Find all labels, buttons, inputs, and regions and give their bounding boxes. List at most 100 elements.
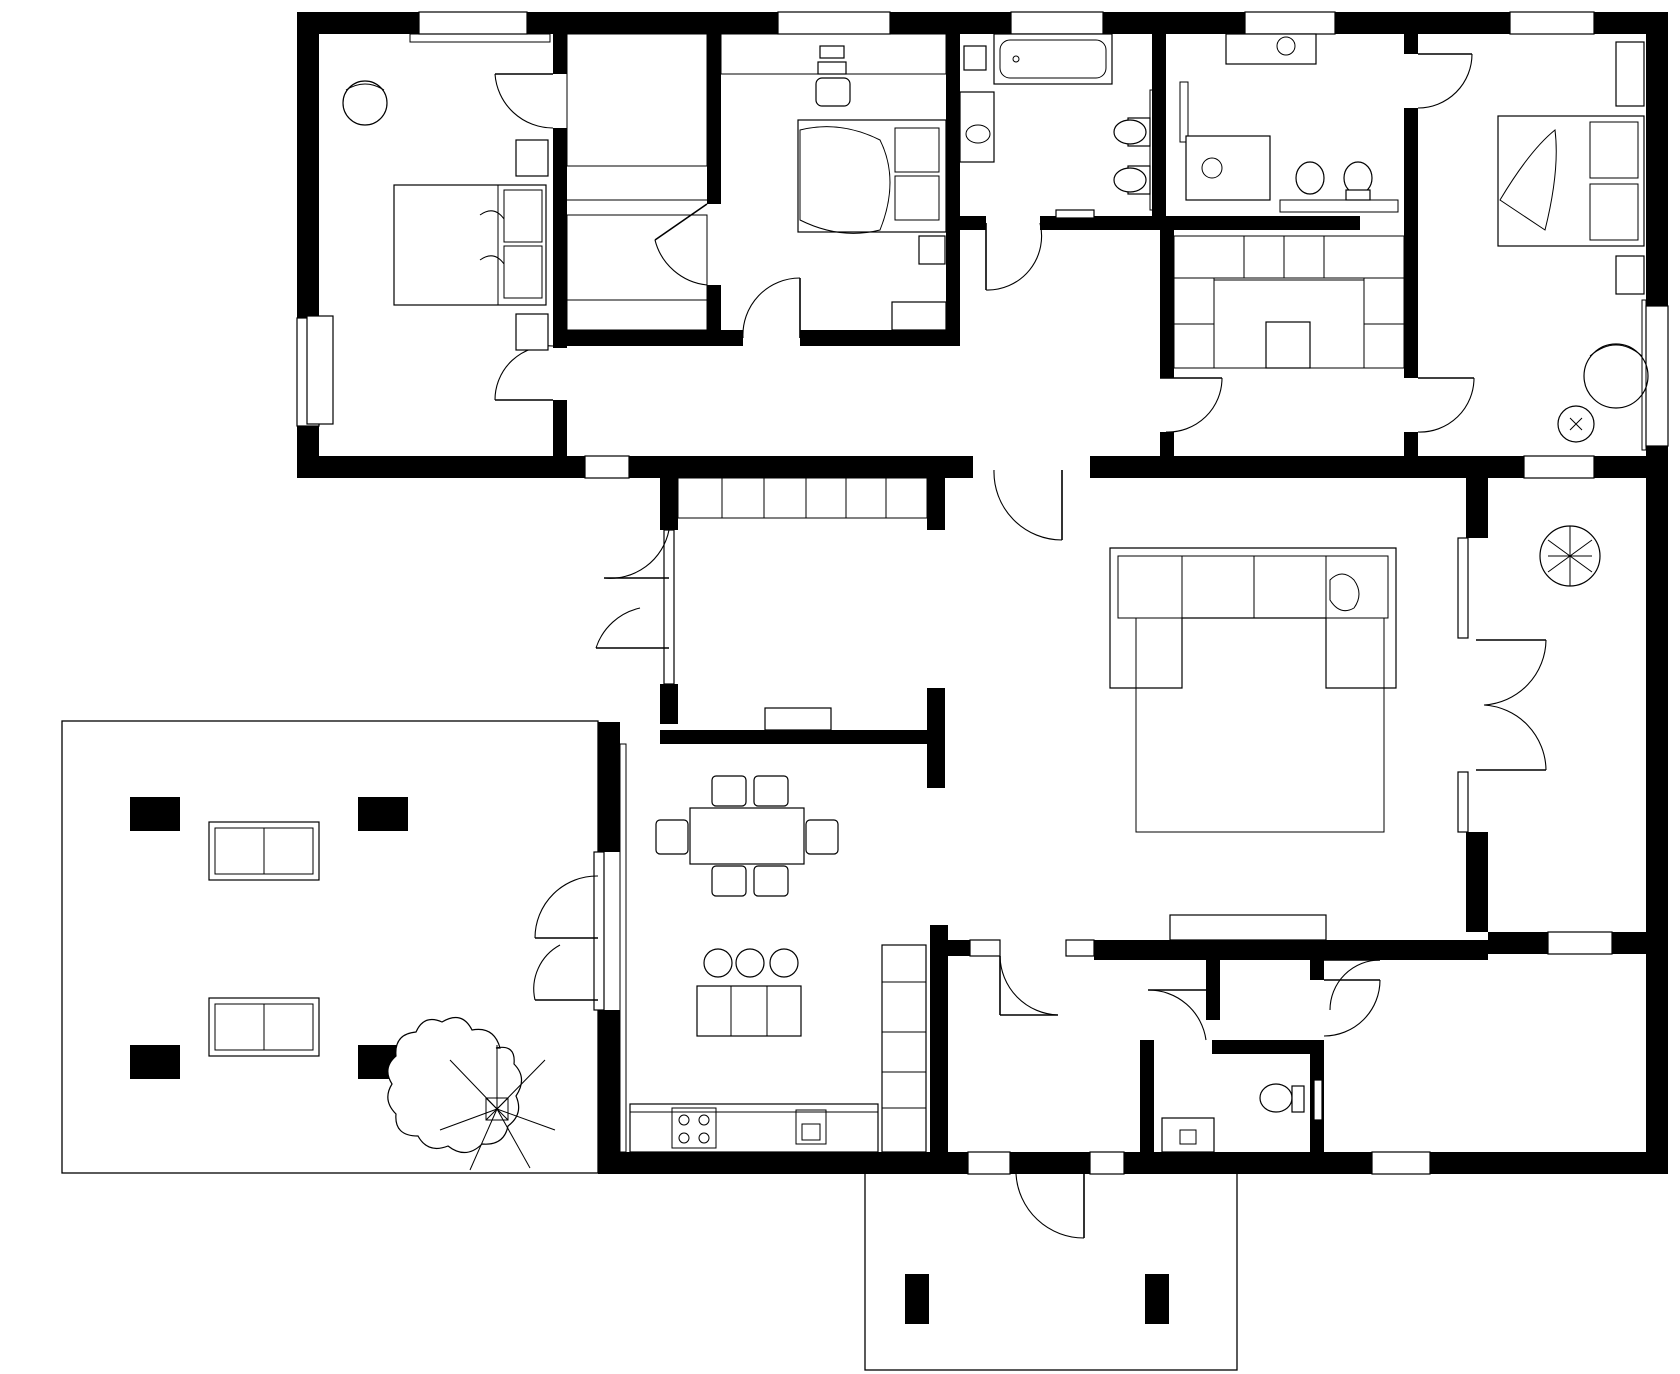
living-room [1109, 525, 1601, 941]
dining-kitchen [619, 743, 927, 1153]
bathtub-icon [993, 33, 1113, 85]
window-icon [1244, 11, 1336, 35]
entrance-porch [864, 1167, 1238, 1371]
plant-icon [1539, 525, 1601, 587]
chair-icon [711, 865, 747, 897]
bar-stools [703, 948, 799, 978]
wardrobe-icon [1363, 277, 1405, 369]
window-icon [418, 11, 528, 35]
window-icon [1457, 771, 1469, 833]
window-icon [1065, 939, 1095, 957]
chair-icon [711, 775, 747, 807]
nightstand-icon [918, 235, 946, 265]
shower-icon [1185, 135, 1271, 201]
door-swing-icon [1015, 1173, 1085, 1239]
door-swing-icon [999, 955, 1059, 1016]
chair-icon [815, 77, 851, 107]
window-icon [593, 851, 605, 1011]
door-swing-icon [595, 529, 670, 649]
stool-icon [735, 948, 765, 978]
window-icon [1313, 1079, 1323, 1121]
window-icon [1547, 931, 1613, 955]
column-icon [358, 797, 408, 831]
door-swing-icon [1323, 979, 1381, 1037]
bathroom-1 [959, 33, 1157, 219]
door-swing-icon [494, 73, 554, 129]
doors [494, 53, 1547, 1239]
nightstand-icon [515, 139, 549, 177]
bed-icon [393, 184, 547, 306]
shelf-icon [409, 33, 551, 43]
sofa-icon [208, 997, 320, 1057]
door-swing-icon [654, 203, 708, 286]
window-icon [967, 1151, 1011, 1175]
porch-outline [864, 1167, 1238, 1371]
chair-icon [342, 80, 388, 126]
window-icon [1509, 11, 1595, 35]
toilet-icon [1259, 1083, 1305, 1113]
guest-wc [1161, 1083, 1305, 1153]
walk-in-closet [566, 33, 708, 331]
towel-rail-icon [1055, 209, 1095, 219]
column-icon [130, 1045, 180, 1079]
window-icon [1371, 1151, 1431, 1175]
door-swing-icon [1476, 639, 1547, 771]
window-icon [663, 529, 675, 685]
chair-icon [753, 775, 789, 807]
stove-icon [671, 1107, 717, 1149]
toilet-icon [1343, 161, 1373, 201]
kitchen-counter [629, 1103, 879, 1153]
dressing-room [1173, 235, 1405, 369]
chair-icon [1583, 343, 1649, 409]
rug-icon [1135, 617, 1385, 833]
sink-icon [1161, 1117, 1215, 1153]
column-icon [1145, 1274, 1169, 1324]
chair-icon [805, 819, 839, 855]
storage-cabinet-icon [677, 477, 928, 519]
window-icon [1457, 537, 1469, 639]
door-swing-icon [1147, 989, 1207, 1041]
pantry-shelving-icon [881, 944, 927, 1153]
terrace [61, 720, 599, 1174]
nightstand-icon [1615, 255, 1645, 295]
nightstand-icon [1615, 41, 1645, 107]
bed-icon [1497, 115, 1645, 247]
sofa-icon [208, 821, 320, 881]
sink-icon [1225, 33, 1317, 65]
desk-icon [306, 315, 334, 425]
door-swing-icon [1417, 377, 1475, 433]
wardrobe-icon [566, 214, 708, 331]
window-icon [1523, 455, 1595, 479]
door-swing-icon [533, 875, 599, 1001]
master-bedroom [1497, 41, 1649, 451]
wardrobe-icon [1173, 277, 1215, 369]
shelf-icon [1149, 89, 1157, 211]
hallway [677, 477, 928, 731]
wardrobe-icon [1173, 235, 1405, 279]
bed-icon [797, 119, 947, 234]
window-icon [1010, 11, 1104, 35]
kitchen-island-icon [696, 985, 802, 1037]
nightstand-icon [515, 313, 549, 351]
door-swing-icon [1160, 377, 1223, 433]
sink-icon [959, 91, 995, 163]
window-icon [584, 455, 630, 479]
sink-icon [795, 1109, 827, 1145]
window-icon [1645, 305, 1669, 447]
chair-icon [753, 865, 789, 897]
door-swing-icon [742, 277, 801, 339]
bidet-icon [1113, 165, 1151, 195]
console-icon [764, 707, 832, 731]
wardrobe-icon [566, 33, 708, 167]
stool-icon [769, 948, 799, 978]
tv-console-icon [1169, 914, 1327, 941]
chair-icon [655, 819, 689, 855]
window-icon [969, 939, 1001, 957]
window-icon [777, 11, 891, 35]
column-icon [130, 797, 180, 831]
door-swing-icon [1324, 959, 1381, 1011]
bathroom-2 [1179, 33, 1399, 213]
door-swing-icon [985, 222, 1043, 291]
